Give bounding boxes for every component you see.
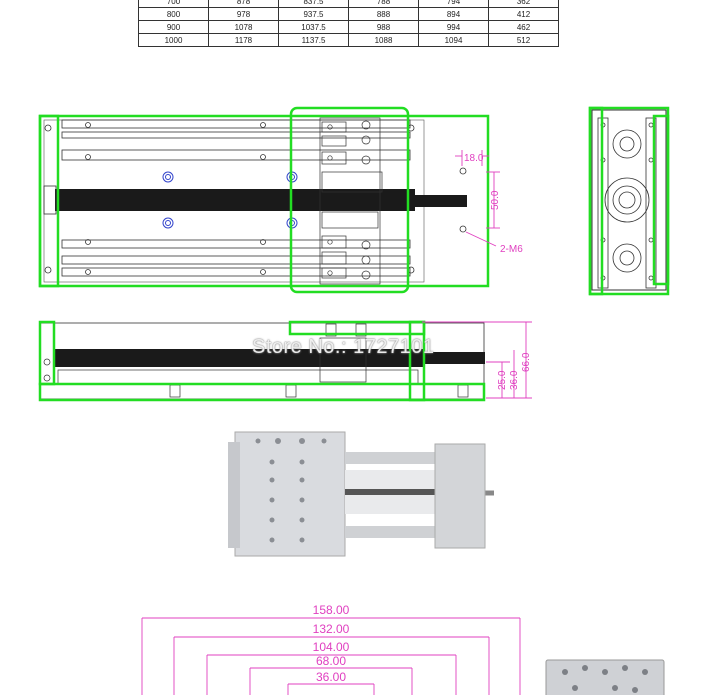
plate-dimension-drawing [141,617,521,695]
rail-bottom-1 [61,239,411,249]
top-view-dimensions [455,150,500,247]
end-view-bearing-top [612,129,642,159]
table-cell: 1088 [348,33,419,47]
lead-screw [55,189,415,211]
render-plate-holes [255,438,327,543]
top-view: 18.0 50.0 2-M6 [38,106,523,294]
plate-dim-158: 158.00 [313,603,350,617]
end-view-bearing-center [604,177,650,223]
top-dim-a-label: 18.0 [464,153,484,164]
shaft-end [415,195,467,207]
rail-top-2 [61,131,411,139]
side-dim-a-label: 25.0 [497,370,508,390]
carriage-blocks [319,117,383,285]
end-view-body [591,109,667,291]
side-view-screw [55,349,423,367]
plate-dim-132: 132.00 [313,622,350,636]
render-right-block [434,443,486,549]
side-dim-b-label: 36.0 [509,370,520,390]
render-left-plate [234,431,346,557]
side-view-green-outline [38,320,486,402]
plate-render [545,659,665,695]
rail-holes [44,122,467,275]
side-view: 25.0 36.0 66.0 [38,320,532,402]
end-view-green-outline [588,106,670,296]
top-view-green-outline [38,106,490,294]
side-dim-c-label: 66.0 [521,352,532,372]
end-view-bearing-bottom [612,243,642,273]
side-view-shaft [423,352,485,364]
product-render [228,431,494,557]
screw-bearing [43,185,57,215]
hole-callout-label: 2-M6 [500,244,523,255]
side-view-dimensions [422,321,532,399]
top-dim-b-label: 50.0 [490,190,501,210]
rail-top-1 [61,119,411,129]
plate-dim-104: 104.00 [313,640,350,654]
store-watermark: Store No.: 1727101 [252,336,435,358]
end-view [588,106,670,296]
plate-dim-68: 68.00 [316,654,346,668]
rail-bottom-3 [61,267,411,277]
table-cell: 512 [488,33,559,47]
rail-bottom-2 [61,255,411,265]
plate-dim-36: 36.00 [316,670,346,684]
plate-dimension-labels: 158.00 132.00 104.00 68.00 36.00 [313,603,350,684]
rail-top-3 [61,149,411,161]
